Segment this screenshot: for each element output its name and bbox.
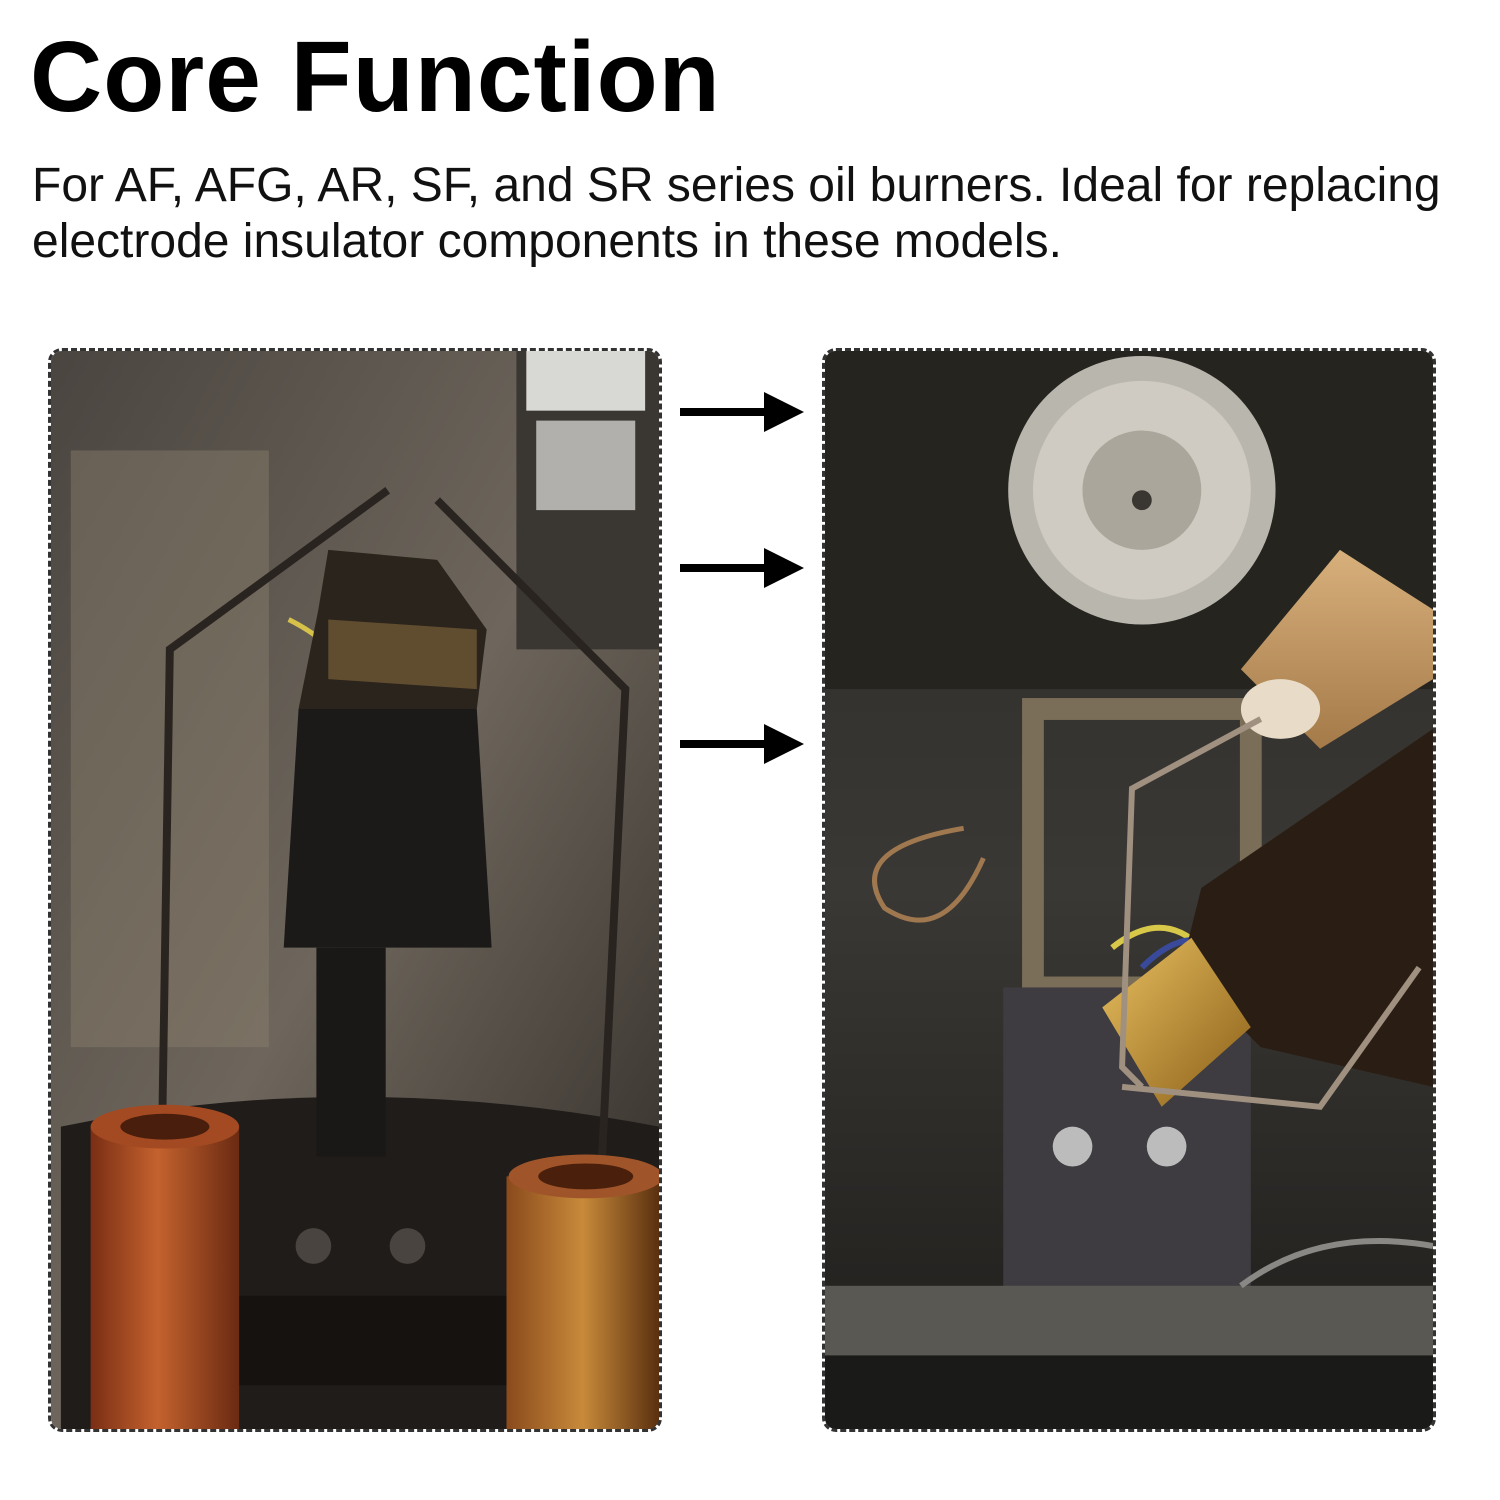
before-photo-illustration (51, 351, 659, 1429)
arrow-right-icon (680, 724, 804, 764)
before-photo (48, 348, 662, 1432)
after-photo (822, 348, 1436, 1432)
arrow-right-icon (680, 392, 804, 432)
page-title: Core Function (30, 21, 721, 133)
page-subtitle: For AF, AFG, AR, SF, and SR series oil b… (32, 159, 1441, 268)
arrow-right-icon (680, 548, 804, 588)
after-photo-illustration (825, 351, 1433, 1429)
